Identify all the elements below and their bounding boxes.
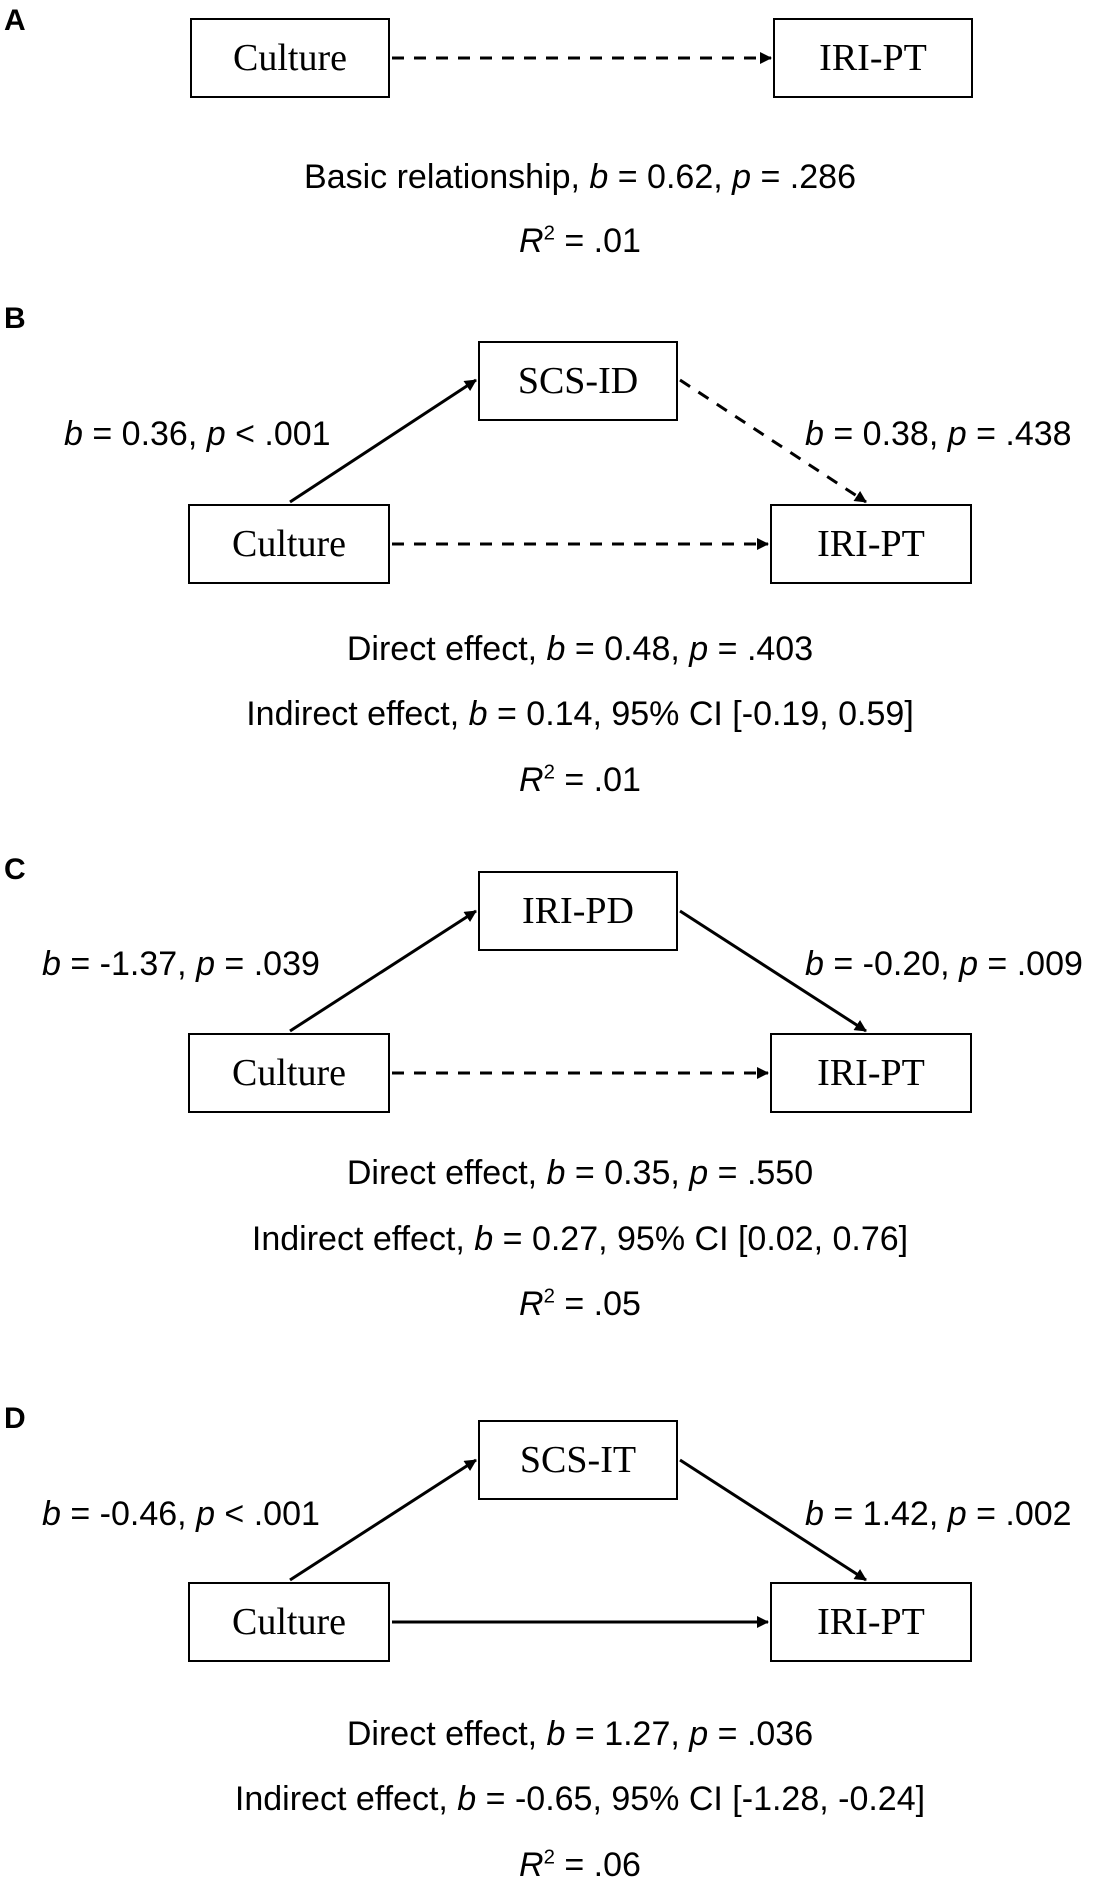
panel-label: B bbox=[4, 302, 26, 335]
r-squared-line: R2 = .01 bbox=[519, 222, 641, 260]
iri-pt-node: IRI-PT bbox=[770, 504, 972, 584]
panel-label: A bbox=[4, 4, 26, 37]
b-path-arrow bbox=[679, 1458, 867, 1582]
culture-node: Culture bbox=[188, 1033, 390, 1113]
b-path-arrow bbox=[679, 909, 867, 1033]
culture-node: Culture bbox=[188, 504, 390, 584]
r-squared-line: R2 = .06 bbox=[519, 1846, 641, 1884]
panel-label: C bbox=[4, 853, 26, 886]
indirect-effect-line: Indirect effect, b = -0.65, 95% CI [-1.2… bbox=[234, 1780, 926, 1818]
a-path-arrow bbox=[289, 909, 477, 1033]
direct-effect-line: Direct effect, b = 0.35, p = .550 bbox=[346, 1154, 814, 1192]
a-path-arrow bbox=[289, 1458, 477, 1582]
culture-node: Culture bbox=[190, 18, 390, 98]
panel-label: D bbox=[4, 1402, 26, 1435]
b-path-arrow bbox=[679, 378, 867, 504]
path-b-label: b = -0.20, p = .009 bbox=[805, 945, 1083, 983]
r-squared-line: R2 = .01 bbox=[519, 761, 641, 799]
iri-pt-node: IRI-PT bbox=[770, 1033, 972, 1113]
iri-pd-node: IRI-PD bbox=[478, 871, 678, 951]
path-b-label: b = 1.42, p = .002 bbox=[805, 1495, 1072, 1533]
iri-pt-node: IRI-PT bbox=[773, 18, 973, 98]
scs-it-node: SCS-IT bbox=[478, 1420, 678, 1500]
path-a-label: b = 0.36, p < .001 bbox=[64, 415, 331, 453]
path-a-label: b = -1.37, p = .039 bbox=[42, 945, 320, 983]
path-a-label: b = -0.46, p < .001 bbox=[42, 1495, 320, 1533]
basic-relationship-line: Basic relationship, b = 0.62, p = .286 bbox=[304, 158, 856, 196]
r-squared-line: R2 = .05 bbox=[519, 1285, 641, 1323]
path-b-label: b = 0.38, p = .438 bbox=[805, 415, 1072, 453]
culture-node: Culture bbox=[188, 1582, 390, 1662]
iri-pt-node: IRI-PT bbox=[770, 1582, 972, 1662]
a-path-arrow bbox=[289, 378, 477, 504]
indirect-effect-line: Indirect effect, b = 0.14, 95% CI [-0.19… bbox=[246, 695, 914, 733]
direct-effect-line: Direct effect, b = 1.27, p = .036 bbox=[346, 1715, 814, 1753]
direct-effect-line: Direct effect, b = 0.48, p = .403 bbox=[346, 630, 814, 668]
scs-id-node: SCS-ID bbox=[478, 341, 678, 421]
indirect-effect-line: Indirect effect, b = 0.27, 95% CI [0.02,… bbox=[251, 1220, 909, 1258]
